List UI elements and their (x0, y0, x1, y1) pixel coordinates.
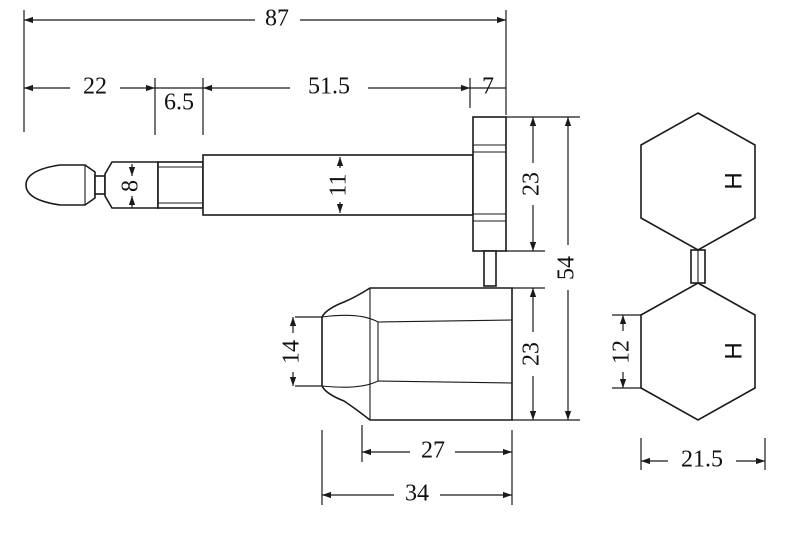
dim-label-total-length: 87 (265, 6, 289, 32)
bolt-tip (25, 164, 96, 206)
lock-body-outline (321, 287, 513, 421)
dim-label-body-inner-length: 27 (421, 438, 445, 464)
lock-body-side-view (321, 287, 513, 421)
dim-label-shaft-length: 51.5 (308, 74, 350, 100)
extension-lines (23, 10, 766, 505)
dim-label-head-height: 23 (519, 172, 545, 196)
bottom-hex-letter: H (720, 342, 747, 359)
dim-label-shaft-diameter: 11 (326, 173, 352, 196)
bolt-collar (157, 161, 204, 209)
hex-seal-front-view: H H (640, 112, 756, 421)
dim-label-tip-diameter: 8 (118, 180, 144, 192)
dimension-lines (24, 16, 765, 499)
top-hex-letter: H (720, 172, 747, 189)
dim-label-body-opening: 14 (279, 340, 305, 364)
bolt-head (472, 116, 507, 252)
dim-label-body-length: 34 (405, 481, 429, 507)
dim-label-collar-length: 6.5 (164, 90, 194, 116)
bolt-groove (94, 175, 106, 195)
dim-label-body-height: 23 (519, 342, 545, 366)
bolt-stem (483, 250, 497, 287)
dim-label-overall-height: 54 (554, 256, 580, 280)
dim-label-tip-length: 22 (83, 74, 107, 100)
dimension-labels: 87 22 6.5 51.5 7 8 11 23 54 23 14 27 34 … (83, 6, 723, 507)
bolt-side-view (25, 116, 507, 287)
dim-label-hex-flat: 12 (609, 340, 635, 364)
dim-label-hex-width: 21.5 (681, 447, 723, 473)
dim-label-head-width: 7 (482, 74, 494, 100)
